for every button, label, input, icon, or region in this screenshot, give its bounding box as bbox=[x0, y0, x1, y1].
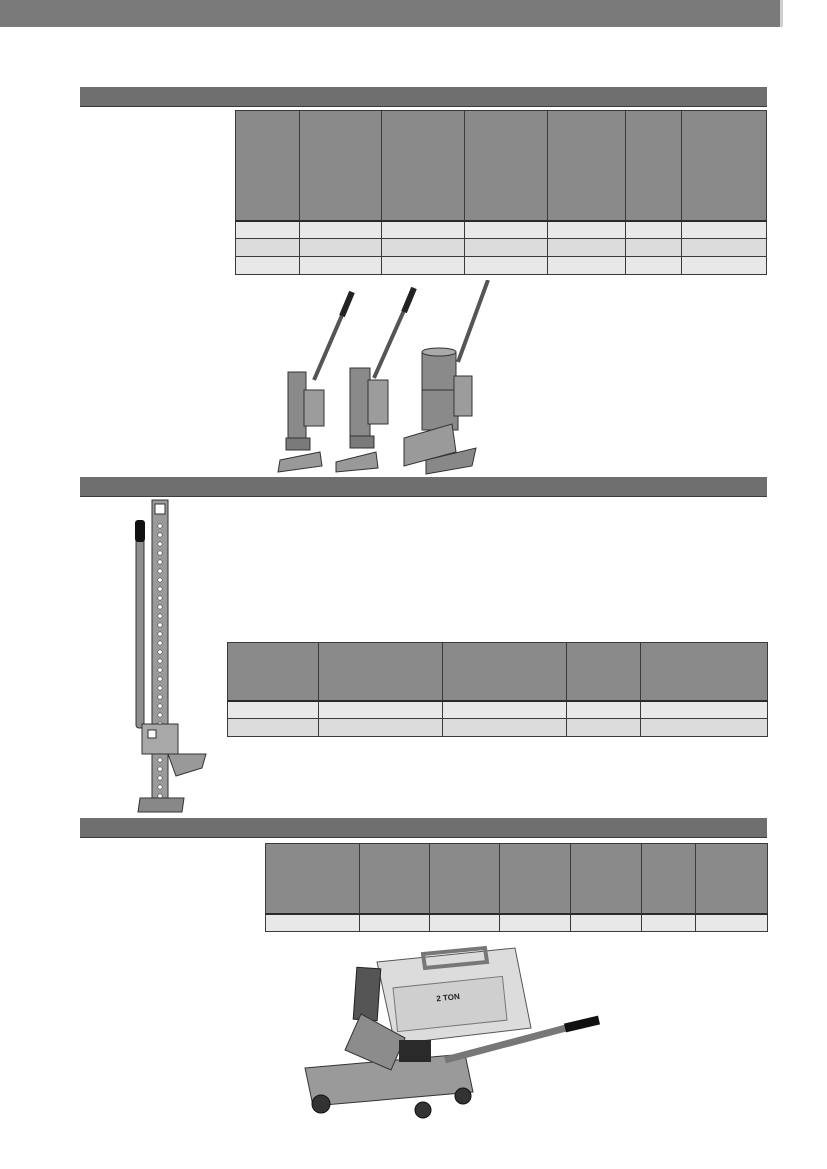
section-bar-toe-jacks bbox=[80, 87, 767, 107]
table-header-row bbox=[265, 843, 768, 915]
table-cell bbox=[442, 700, 567, 719]
table-cell bbox=[547, 256, 626, 275]
column-header bbox=[681, 110, 767, 222]
table-cell bbox=[318, 718, 443, 737]
column-header bbox=[381, 110, 465, 222]
table-cell bbox=[625, 238, 682, 257]
table-cell bbox=[464, 256, 548, 275]
table-cell bbox=[681, 220, 767, 239]
table-cell bbox=[640, 718, 768, 737]
table-cell bbox=[235, 256, 300, 275]
table-cell bbox=[464, 220, 548, 239]
table-cell bbox=[695, 913, 768, 932]
toe-jacks-photo bbox=[277, 280, 490, 475]
table-row bbox=[227, 700, 768, 719]
column-header bbox=[640, 642, 768, 702]
table-cell bbox=[566, 700, 641, 719]
column-header bbox=[359, 843, 430, 915]
table-cell bbox=[381, 256, 465, 275]
table-cell bbox=[299, 256, 382, 275]
column-header bbox=[641, 843, 696, 915]
case-label: 2 TON bbox=[436, 992, 460, 1003]
column-header bbox=[566, 642, 641, 702]
table-row bbox=[235, 256, 767, 275]
column-header bbox=[547, 110, 626, 222]
table-cell bbox=[299, 238, 382, 257]
table-cell bbox=[641, 913, 696, 932]
table-cell bbox=[381, 238, 465, 257]
column-header bbox=[570, 843, 642, 915]
column-header bbox=[625, 110, 682, 222]
table-row bbox=[235, 238, 767, 257]
column-header bbox=[299, 110, 382, 222]
table-cell bbox=[566, 718, 641, 737]
column-header bbox=[429, 843, 500, 915]
table-cell bbox=[640, 700, 768, 719]
table-row bbox=[235, 220, 767, 239]
table-cell bbox=[429, 913, 500, 932]
table-cell bbox=[625, 256, 682, 275]
farm-jack-spec-table bbox=[227, 642, 768, 737]
table-cell bbox=[299, 220, 382, 239]
column-header bbox=[318, 642, 443, 702]
column-header bbox=[265, 843, 360, 915]
column-header bbox=[499, 843, 571, 915]
table-cell bbox=[359, 913, 430, 932]
table-cell bbox=[499, 913, 571, 932]
table-cell bbox=[681, 238, 767, 257]
table-header-row bbox=[227, 642, 768, 702]
table-cell bbox=[681, 256, 767, 275]
table-cell bbox=[547, 238, 626, 257]
trolley-jack-spec-table bbox=[265, 843, 768, 932]
table-cell bbox=[265, 913, 360, 932]
table-cell bbox=[227, 700, 319, 719]
table-cell bbox=[625, 220, 682, 239]
section-bar-farm-jack bbox=[80, 477, 767, 497]
table-header-row bbox=[235, 110, 767, 222]
toe-jack-spec-table bbox=[235, 110, 767, 275]
table-cell bbox=[318, 700, 443, 719]
table-row bbox=[265, 913, 768, 932]
table-cell bbox=[381, 220, 465, 239]
table-cell bbox=[442, 718, 567, 737]
table-cell bbox=[464, 238, 548, 257]
page-edge-tab bbox=[780, 0, 783, 27]
column-header bbox=[227, 642, 319, 702]
farm-jack-photo bbox=[135, 499, 207, 813]
table-cell bbox=[227, 718, 319, 737]
page-header-bar bbox=[0, 0, 780, 27]
section-bar-trolley-jack bbox=[80, 818, 767, 838]
table-cell bbox=[235, 238, 300, 257]
trolley-jack-with-case-photo: 2 TON bbox=[304, 945, 601, 1119]
table-cell bbox=[547, 220, 626, 239]
table-cell bbox=[570, 913, 642, 932]
column-header bbox=[695, 843, 768, 915]
column-header bbox=[235, 110, 300, 222]
table-row bbox=[227, 718, 768, 737]
table-cell bbox=[235, 220, 300, 239]
column-header bbox=[442, 642, 567, 702]
column-header bbox=[464, 110, 548, 222]
